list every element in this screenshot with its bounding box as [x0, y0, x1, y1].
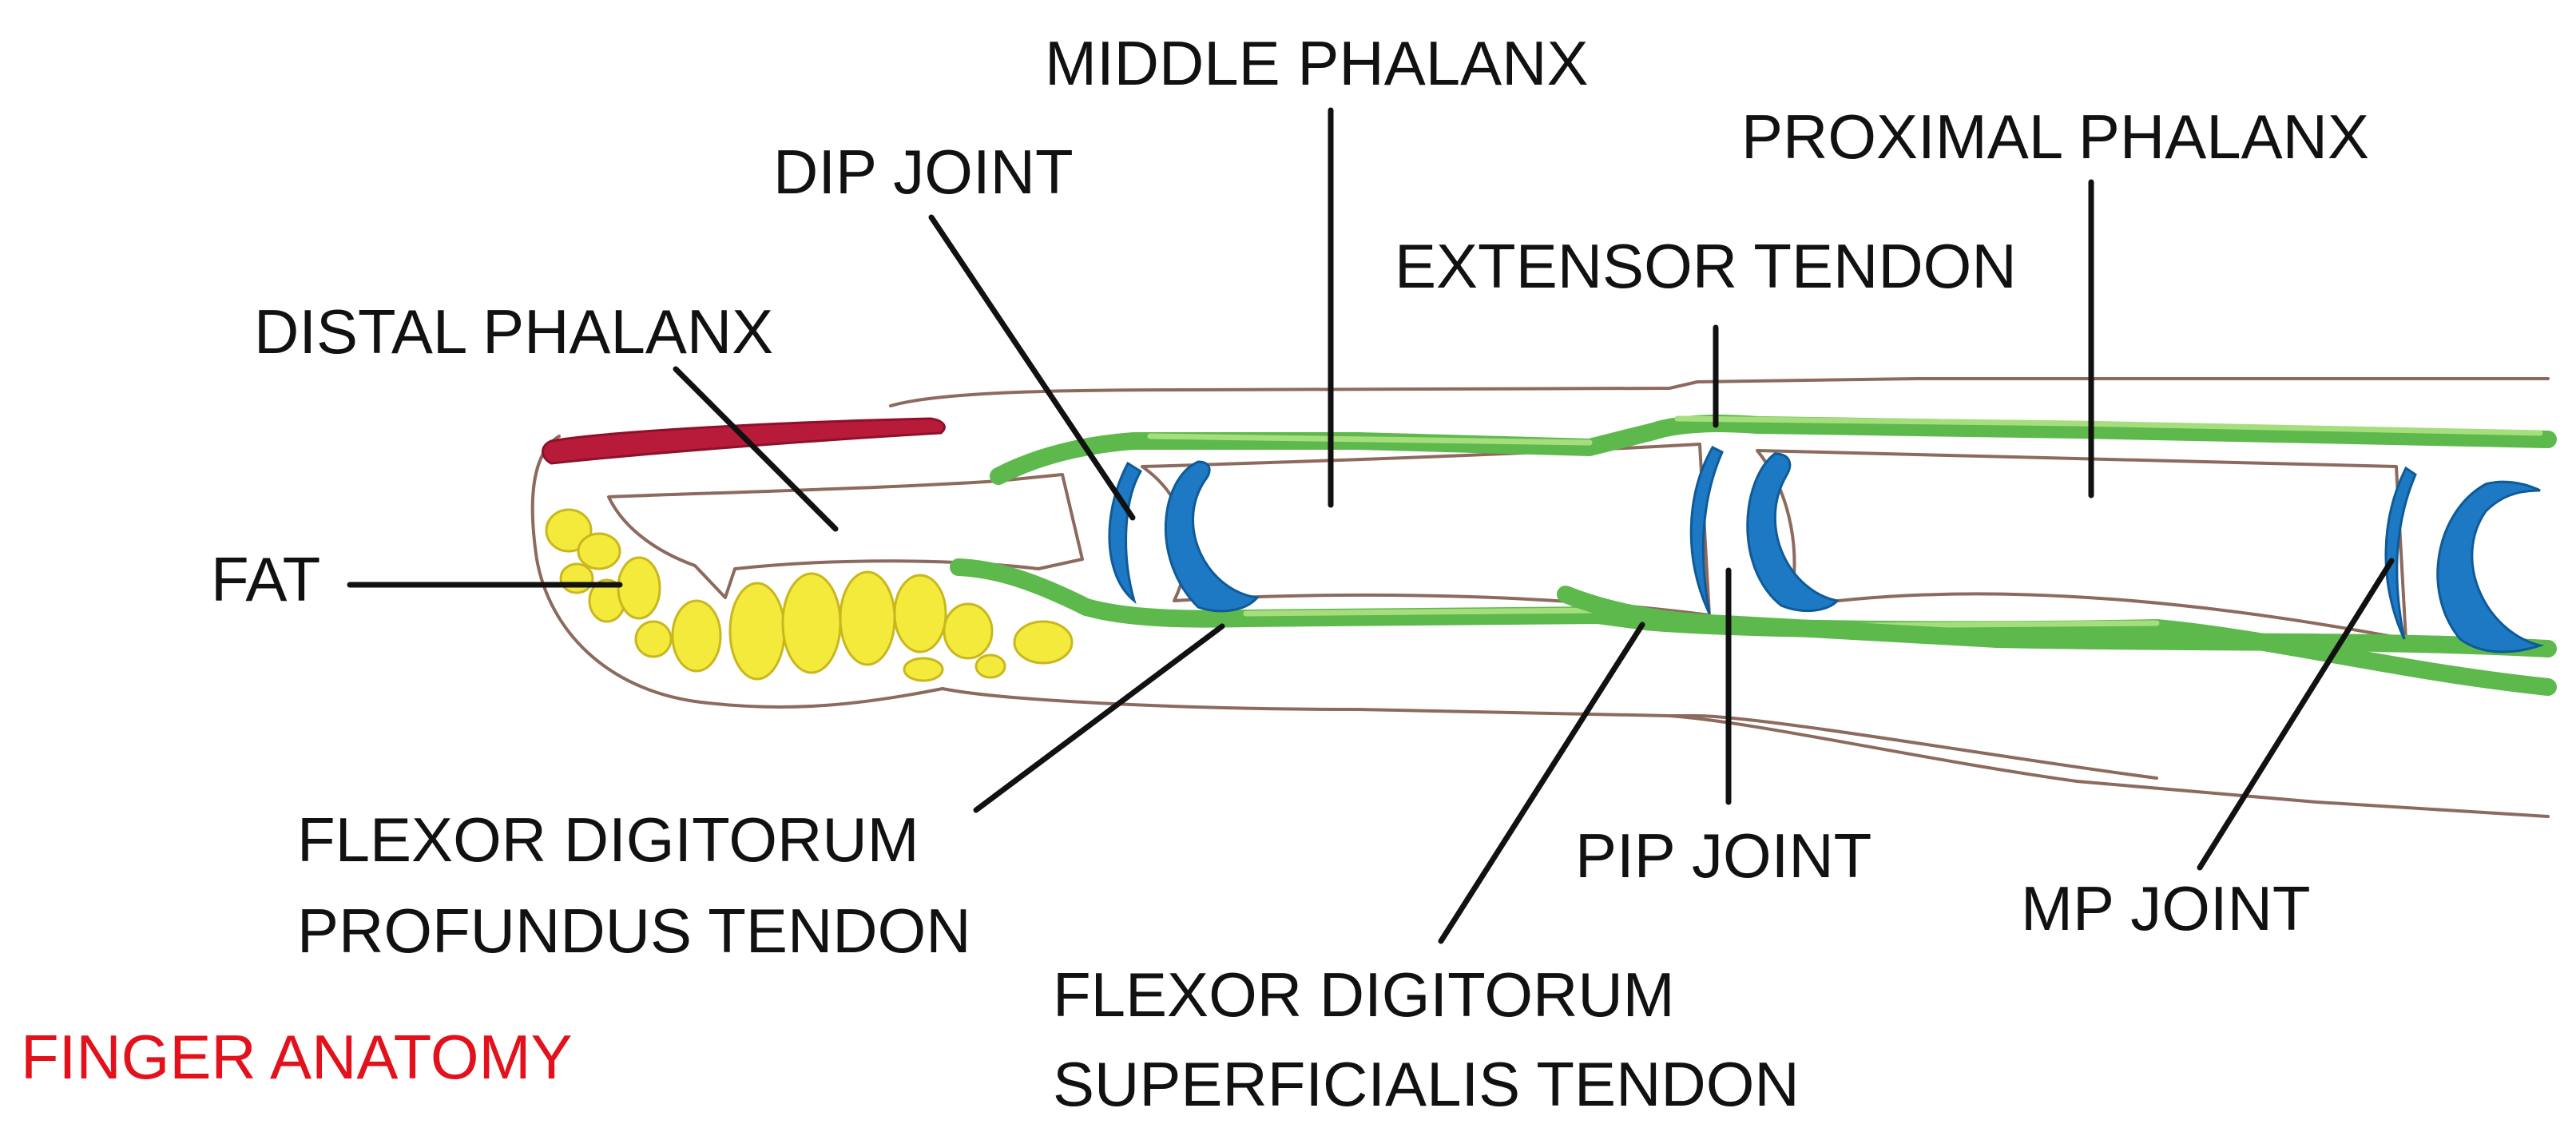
extensor-tendon-shape	[990, 415, 2557, 485]
diagram-title: FINGER ANATOMY	[21, 1022, 573, 1092]
label-pip-joint: PIP JOINT	[1575, 820, 1871, 891]
label-mp-joint: MP JOINT	[2021, 873, 2311, 943]
label-fdp-line2: PROFUNDUS TENDON	[297, 896, 971, 966]
flexor-digitorum-superficialis-shape	[1557, 586, 2557, 657]
leader-dip-joint	[928, 214, 1136, 521]
label-extensor-tendon: EXTENSOR TENDON	[1395, 231, 2017, 301]
mp-joint-cartilage	[2384, 466, 2545, 653]
leader-lines	[347, 107, 2395, 944]
label-fat: FAT	[211, 544, 320, 614]
leader-distal-phalanx	[673, 366, 839, 532]
leader-mp-joint	[2197, 558, 2395, 871]
skin-outline	[530, 377, 2550, 818]
leader-fdp	[973, 623, 1225, 813]
pip-joint-cartilage	[1689, 446, 1840, 614]
proximal-phalanx-bone	[1756, 449, 2407, 641]
label-fdp-line1: FLEXOR DIGITORUM	[297, 804, 919, 875]
fat-pad	[545, 508, 1074, 682]
label-fds-line2: SUPERFICIALIS TENDON	[1053, 1049, 1800, 1119]
label-fds-line1: FLEXOR DIGITORUM	[1053, 959, 1675, 1030]
label-proximal-phalanx: PROXIMAL PHALANX	[1741, 101, 2369, 172]
leader-fds	[1438, 622, 1645, 944]
label-middle-phalanx: MIDDLE PHALANX	[1045, 28, 1589, 98]
label-dip-joint: DIP JOINT	[773, 137, 1074, 207]
fingernail	[542, 417, 946, 465]
label-distal-phalanx: DISTAL PHALANX	[254, 296, 773, 367]
